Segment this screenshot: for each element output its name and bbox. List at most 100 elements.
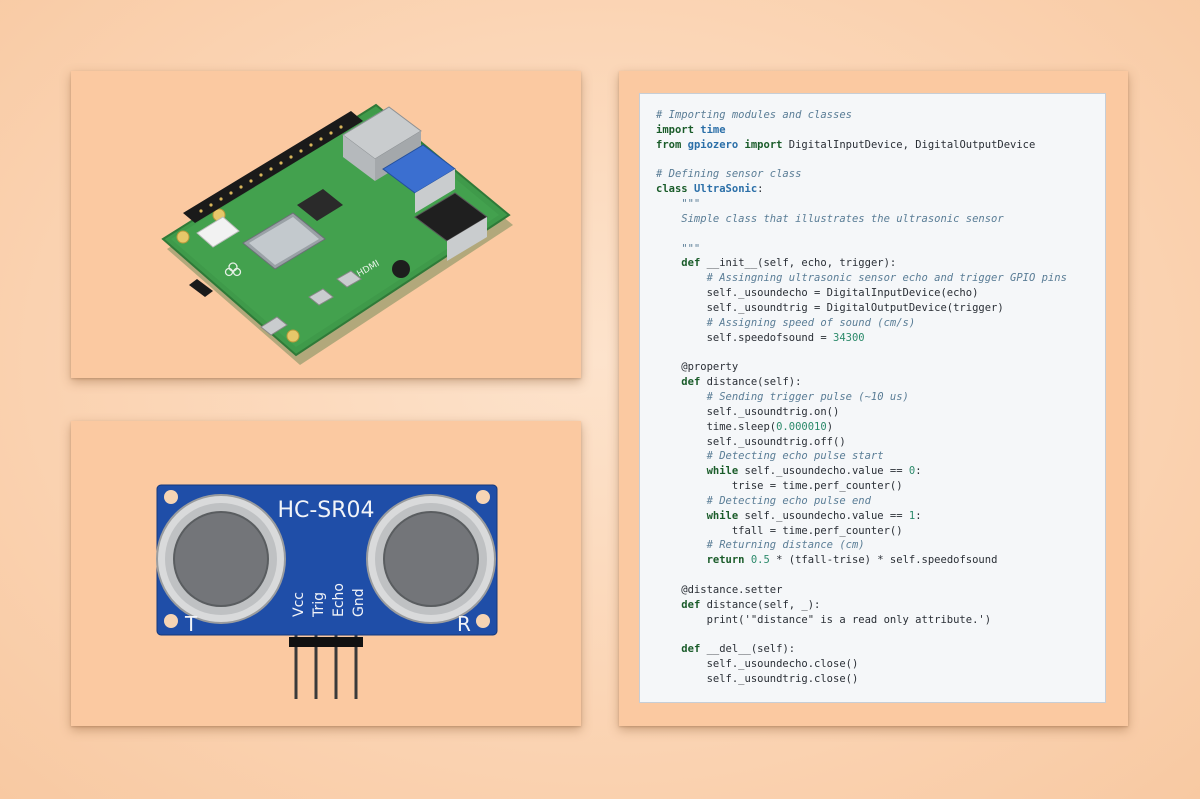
code-line: """ [656, 242, 1105, 257]
gpio-header [183, 111, 363, 223]
code-line: trise = time.perf_counter() [656, 479, 1105, 494]
code-line: import time [656, 123, 1105, 138]
code-token: self._usoundtrig.on() [656, 405, 840, 418]
ultrasonic-sensor-card: HC-SR04 T R Vcc Trig Echo Gnd [71, 421, 581, 726]
code-token: time.sleep( [656, 420, 777, 433]
code-token: __del__(self): [700, 643, 796, 656]
code-line: @distance.setter [656, 583, 1105, 598]
pin-label-echo: Echo [331, 583, 347, 617]
code-line: def __del__(self): [656, 642, 1105, 657]
code-token: # Detecting echo pulse end [656, 494, 871, 507]
code-line: time.sleep(0.000010) [656, 420, 1105, 435]
code-token: # Defining sensor class [656, 168, 802, 181]
code-token: def [681, 643, 701, 656]
pin-label-trig: Trig [311, 592, 327, 618]
pin-label-gnd: Gnd [351, 588, 367, 617]
code-line: tfall = time.perf_counter() [656, 524, 1105, 539]
code-token: distance(self): [700, 376, 802, 389]
code-line: # Defining sensor class [656, 167, 1105, 182]
code-line: """ [656, 197, 1105, 212]
code-token: tfall = time.perf_counter() [656, 524, 903, 537]
transmitter-transducer [156, 494, 286, 624]
code-token: return [706, 554, 745, 567]
code-token: self._usoundtrig.off() [656, 435, 846, 448]
code-line [656, 628, 1105, 643]
raspberry-pi-board-image: HDMI [161, 103, 513, 365]
code-line: self._usoundecho.close() [656, 657, 1105, 672]
code-line [656, 568, 1105, 583]
code-line: # Returning distance (cm) [656, 538, 1105, 553]
code-token: @distance.setter [656, 584, 783, 596]
code-token: self._usoundecho.close() [656, 658, 859, 671]
code-line: # Assingning ultrasonic sensor echo and … [656, 271, 1105, 286]
code-token: self._usoundtrig.close() [656, 673, 859, 686]
code-token: UltraSonic [693, 183, 758, 196]
code-token: : [757, 183, 764, 196]
code-token: 1 [908, 509, 916, 522]
code-token: """ [656, 198, 701, 211]
code-line: while self._usoundecho.value == 0: [656, 464, 1105, 479]
code-line: # Assigning speed of sound (cm/s) [656, 316, 1105, 331]
code-token: 0.000010 [776, 420, 827, 433]
micro-hdmi-port-1 [308, 288, 334, 306]
code-token: : [915, 509, 922, 522]
code-line: self._usoundtrig.on() [656, 405, 1105, 420]
code-token: self._usoundtrig = DigitalOutputDevice(t… [656, 301, 1004, 314]
raspberry-logo-icon [224, 262, 242, 277]
code-token: """ [656, 242, 701, 255]
code-token: 34300 [833, 331, 865, 344]
code-token: import [656, 123, 694, 136]
usb-c-port [260, 316, 288, 336]
code-line: from gpiozero import DigitalInputDevice,… [656, 138, 1105, 153]
code-token: Simple class that illustrates the ultras… [656, 212, 1004, 225]
code-token [656, 465, 707, 477]
code-token: * (tfall-trise) * self.speedofsound [769, 554, 998, 567]
code-token: def [681, 257, 701, 270]
pin-label-vcc: Vcc [291, 592, 307, 617]
code-token [656, 554, 707, 566]
code-token: print('"distance" is a read only attribu… [656, 613, 992, 626]
code-token: self.speedofsound = [656, 331, 834, 344]
code-line: # Detecting echo pulse end [656, 494, 1105, 509]
micro-hdmi-port-2 [336, 270, 362, 288]
code-token: class [656, 183, 688, 196]
code-token [656, 257, 681, 269]
code-line: print('"distance" is a read only attribu… [656, 613, 1105, 628]
code-token: self._usoundecho.value == [738, 509, 909, 522]
code-token: : [915, 465, 922, 478]
code-token: DigitalInputDevice, DigitalOutputDevice [782, 138, 1036, 151]
code-token: import [744, 138, 783, 151]
code-line: def __init__(self, echo, trigger): [656, 256, 1105, 271]
python-code-block: # Importing modules and classes import ti… [640, 94, 1105, 687]
code-line: self.speedofsound = 34300 [656, 331, 1105, 346]
code-token: def [681, 598, 701, 611]
code-line: self._usoundecho = DigitalInputDevice(ec… [656, 286, 1105, 301]
code-line: def distance(self, _): [656, 598, 1105, 613]
code-token: while [706, 509, 739, 522]
code-token: @property [656, 361, 739, 374]
receiver-label: R [457, 612, 471, 636]
code-line: # Detecting echo pulse start [656, 449, 1105, 464]
code-token: # Importing modules and classes [656, 109, 852, 121]
code-token: # Assingning ultrasonic sensor echo and … [656, 272, 1067, 285]
code-line: # Sending trigger pulse (~10 us) [656, 390, 1105, 405]
code-token: 0.5 [750, 554, 770, 567]
code-line [656, 346, 1105, 361]
code-token: distance(self, _): [700, 598, 821, 611]
code-token: def [681, 376, 701, 389]
code-token [656, 376, 681, 388]
code-line: self._usoundtrig.off() [656, 435, 1105, 450]
code-card: # Importing modules and classes import ti… [619, 71, 1128, 726]
code-token: trise = time.perf_counter() [656, 480, 903, 493]
code-token: ) [826, 420, 834, 433]
hc-sr04-sensor-image: HC-SR04 T R Vcc Trig Echo Gnd [156, 484, 498, 699]
code-line [656, 153, 1105, 168]
code-token: # Sending trigger pulse (~10 us) [656, 391, 909, 404]
code-line: while self._usoundecho.value == 1: [656, 509, 1105, 524]
code-token: # Detecting echo pulse start [656, 450, 884, 463]
code-token: 0 [908, 465, 916, 478]
code-token [656, 510, 707, 522]
code-line: class UltraSonic: [656, 182, 1105, 197]
code-panel: # Importing modules and classes import ti… [639, 93, 1106, 703]
code-line: Simple class that illustrates the ultras… [656, 212, 1105, 227]
